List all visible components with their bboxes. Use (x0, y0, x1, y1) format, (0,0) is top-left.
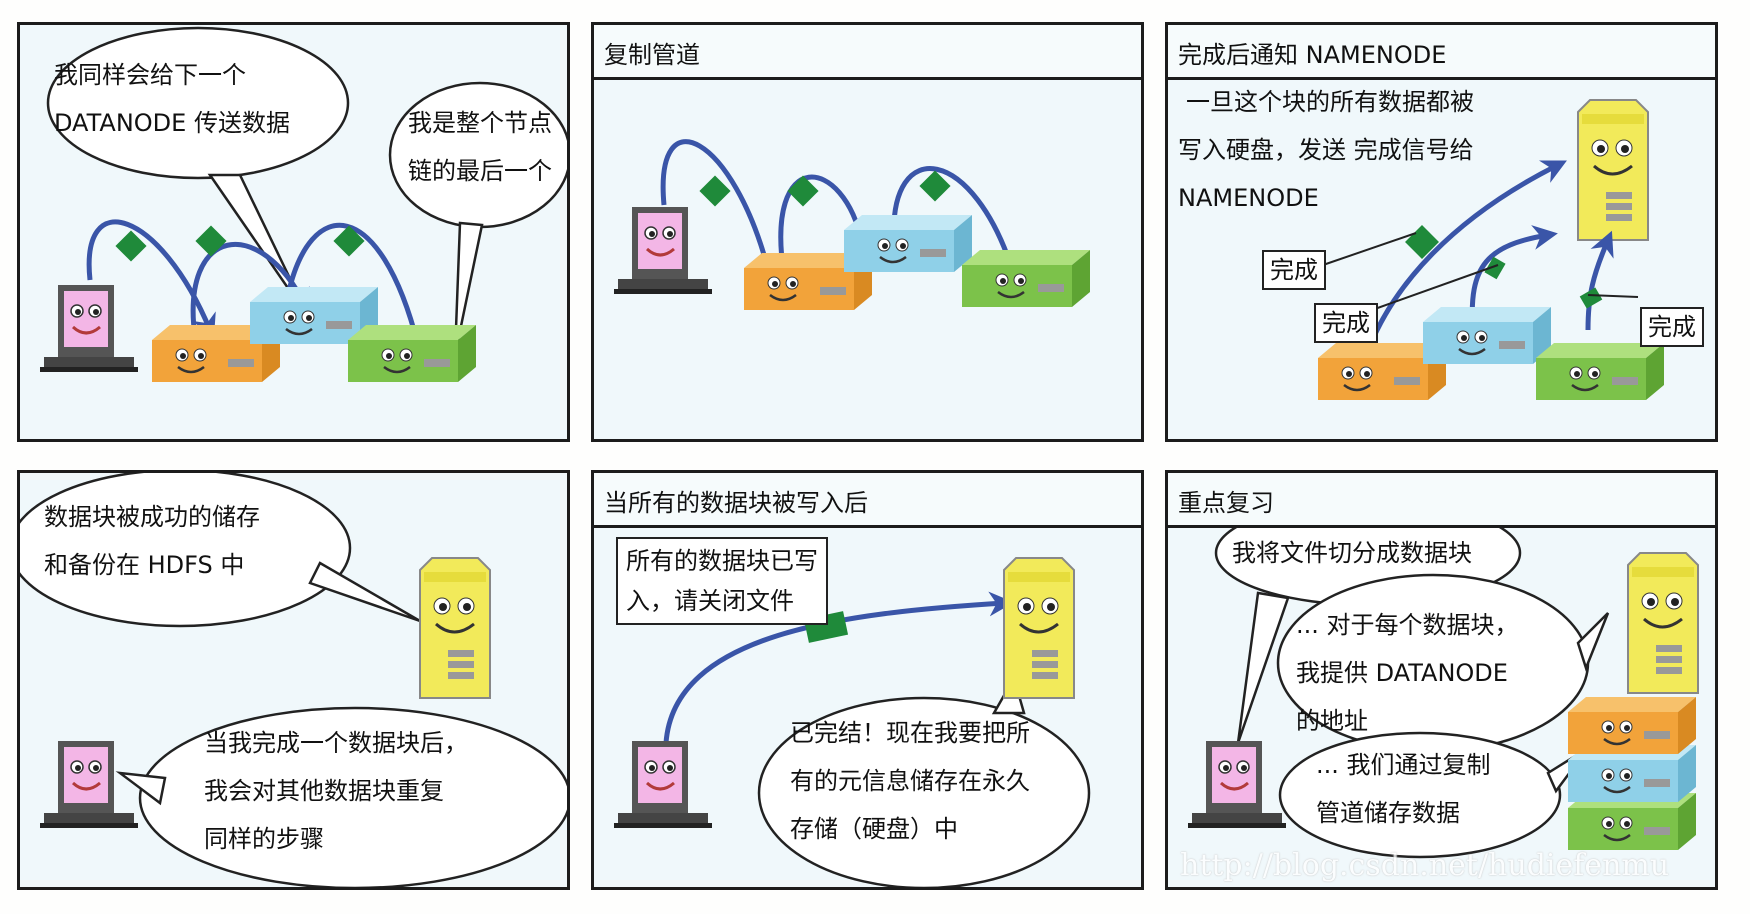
datanode-orange-icon (1318, 343, 1446, 400)
bubble-text: 我将文件切分成数据块 (1232, 539, 1472, 567)
datanode-green-icon (348, 325, 476, 382)
panel-title: 完成后通知 NAMENODE (1178, 41, 1447, 69)
datanode-orange-icon (152, 325, 280, 382)
namenode-server-icon (1003, 557, 1075, 699)
speech-bubble (20, 473, 352, 628)
done-label: 完成 (1314, 303, 1378, 343)
data-packet-icon (195, 225, 227, 257)
bubble-tail (115, 771, 167, 806)
datanode-blue-icon (250, 287, 378, 344)
data-packet-icon (1579, 287, 1603, 309)
datanode-green-icon (962, 250, 1090, 307)
bubble-text: 我是整个节点链的最后一个 (408, 109, 552, 185)
client-laptop-icon (614, 207, 712, 294)
panel-title-bar: 重点复习 (1168, 473, 1715, 528)
client-laptop-icon (40, 285, 138, 372)
panel-key-review: 重点复习 我将文件切分成数据块 ... 对于每个数据块，我提供 DATANODE… (1165, 470, 1718, 890)
bubble-text: ... 我们通过复制管道储存数据 (1316, 751, 1491, 827)
panel-1-art (40, 26, 567, 382)
watermark: http://blog.csdn.net/hudiefenmu (1180, 848, 1670, 883)
panel-replication-pipeline: 复制管道 (591, 22, 1144, 442)
panel-title: 重点复习 (1178, 489, 1274, 517)
panel-body-text: 一旦这个块的所有数据都被 写入硬盘，发送 完成信号给 NAMENODE (1178, 88, 1474, 212)
panel-4-art (20, 473, 567, 887)
datanode-orange-icon (1568, 697, 1696, 754)
close-file-message: 所有的数据块已写入，请关闭文件 (616, 537, 828, 625)
panel-block-stored: 数据块被成功的储存和备份在 HDFS 中 当我完成一个数据块后，我会对其他数据块… (17, 470, 570, 890)
namenode-server-icon (1627, 552, 1699, 694)
speech-bubble (138, 706, 567, 887)
bubble-tail (453, 221, 484, 356)
data-packet-icon (787, 175, 819, 207)
client-laptop-icon (40, 741, 138, 828)
data-packet-icon (115, 230, 147, 262)
data-packet-icon (333, 225, 365, 257)
panel-title-bar: 完成后通知 NAMENODE (1168, 25, 1715, 80)
bubble-tail (308, 561, 421, 623)
bubble-text: 数据块被成功的储存和备份在 HDFS 中 (44, 503, 260, 579)
bubble-text: 当我完成一个数据块后，我会对其他数据块重复同样的步骤 (204, 729, 468, 853)
namenode-server-icon (419, 557, 491, 699)
client-laptop-icon (614, 741, 712, 828)
done-label: 完成 (1640, 307, 1704, 347)
panel-2-art (614, 139, 1090, 310)
speech-bubble (757, 696, 1091, 887)
datanode-green-icon (1536, 343, 1664, 400)
bubble-text: 已完结！现在我要把所有的元信息储存在永久存储（硬盘）中 (790, 719, 1030, 843)
speech-bubble (1278, 731, 1562, 859)
bubble-tail (1236, 591, 1290, 744)
bubble-tail (207, 173, 312, 321)
bubble-tail (1576, 612, 1610, 672)
panel-6-art (1188, 499, 1699, 859)
data-packet-icon (1484, 256, 1506, 280)
data-packet-icon (699, 175, 731, 207)
panel-close-file: 当所有的数据块被写入后 所有的数据块已写入，请关闭文件 已完结！现在我要把所有的… (591, 470, 1144, 890)
panel-title: 当所有的数据块被写入后 (604, 489, 868, 517)
panel-title-bar: 复制管道 (594, 25, 1141, 80)
client-laptop-icon (1188, 741, 1286, 828)
panel-title-bar: 当所有的数据块被写入后 (594, 473, 1141, 528)
data-packet-icon (919, 170, 951, 202)
speech-bubble (46, 26, 350, 180)
panel-notify-namenode: 完成后通知 NAMENODE 一旦这个块的所有数据都被 写入硬盘，发送 完成信号… (1165, 22, 1718, 442)
panel-title: 复制管道 (604, 41, 700, 69)
namenode-server-icon (1577, 99, 1649, 241)
datanode-blue-icon (1423, 307, 1551, 364)
done-label: 完成 (1262, 250, 1326, 290)
datanode-blue-icon (844, 215, 972, 272)
